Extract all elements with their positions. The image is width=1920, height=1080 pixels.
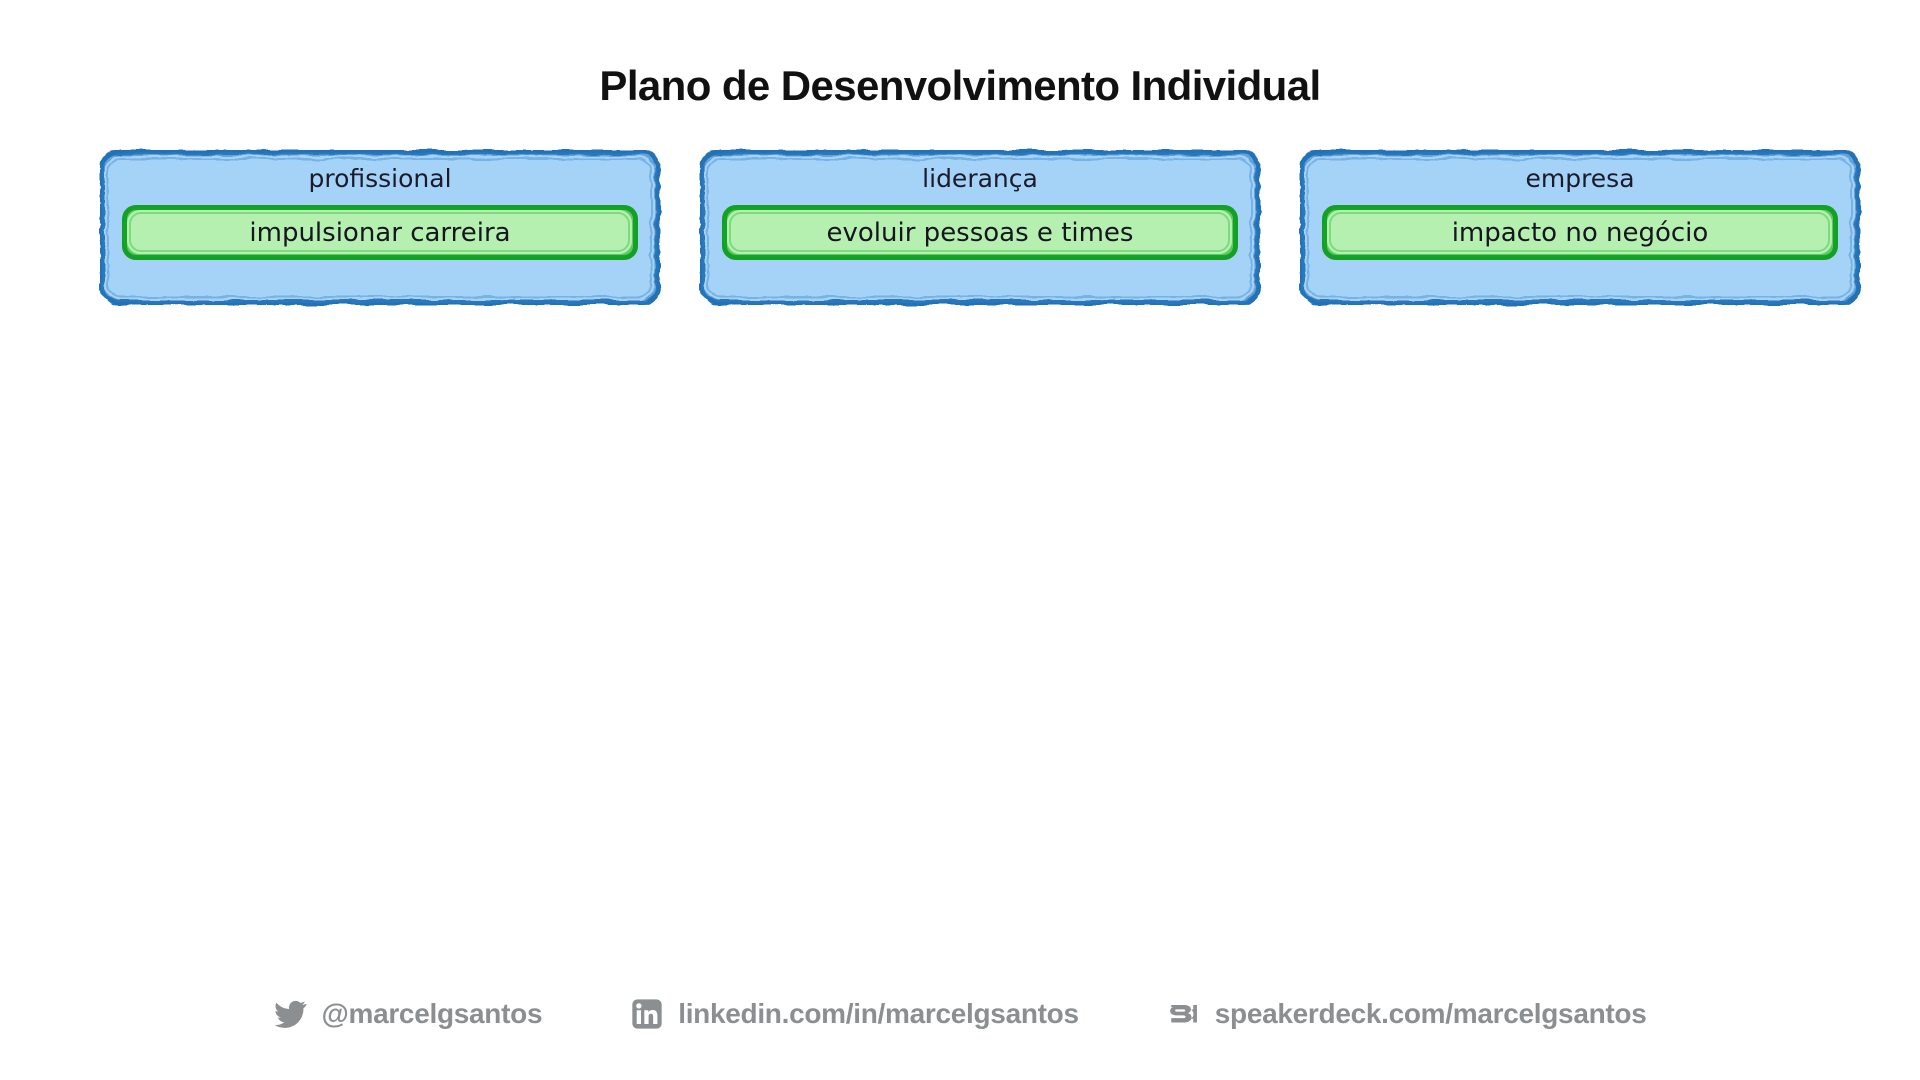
speakerdeck-icon	[1167, 997, 1201, 1031]
linkedin-icon	[630, 997, 664, 1031]
twitter-icon	[273, 997, 308, 1031]
card-inner-label: evoluir pessoas e times	[826, 217, 1134, 248]
page-title: Plano de Desenvolvimento Individual	[599, 62, 1321, 109]
card-label: profissional	[308, 164, 452, 193]
card-inner-label: impacto no negócio	[1451, 217, 1709, 248]
footer-link-speakerdeck[interactable]: speakerdeck.com/marcelgsantos	[1167, 997, 1647, 1031]
card-label: empresa	[1525, 164, 1635, 193]
pdi-card-profissional[interactable]: profissional impulsionar carreira	[100, 150, 660, 305]
footer-link-twitter[interactable]: @marcelgsantos	[273, 997, 543, 1031]
card-inner-frame[interactable]: impacto no negócio	[1322, 205, 1838, 260]
card-inner-frame[interactable]: evoluir pessoas e times	[722, 205, 1238, 260]
footer-link-label: @marcelgsantos	[321, 998, 543, 1029]
footer-social-links: @marcelgsantos linkedin.com/in/marcelgsa…	[0, 985, 1920, 1043]
pdi-cards-row: profissional impulsionar carreira lidera…	[100, 150, 1860, 315]
card-inner-label: impulsionar carreira	[249, 217, 511, 248]
pdi-card-lideranca[interactable]: liderança evoluir pessoas e times	[700, 150, 1260, 305]
pdi-card-empresa[interactable]: empresa impacto no negócio	[1300, 150, 1860, 305]
footer-link-linkedin[interactable]: linkedin.com/in/marcelgsantos	[630, 997, 1079, 1031]
card-label: liderança	[922, 164, 1038, 193]
footer-link-label: speakerdeck.com/marcelgsantos	[1214, 998, 1647, 1029]
footer-link-label: linkedin.com/in/marcelgsantos	[678, 998, 1079, 1029]
card-inner-frame[interactable]: impulsionar carreira	[122, 205, 638, 260]
